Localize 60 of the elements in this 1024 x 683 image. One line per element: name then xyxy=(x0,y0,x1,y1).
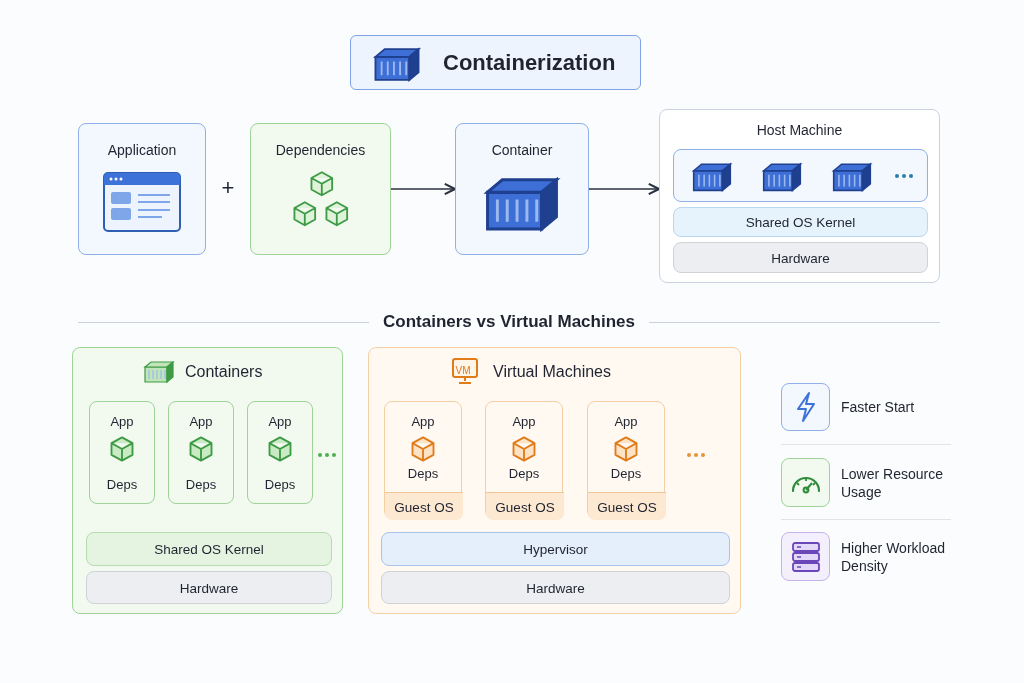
os-layer-bar xyxy=(588,492,666,520)
app-label: App xyxy=(410,414,436,429)
layer-label: Guest OS xyxy=(494,499,556,514)
app-unit-box xyxy=(384,401,462,519)
icon-tile xyxy=(781,458,830,507)
app-label: App xyxy=(613,414,639,429)
card-title: Dependencies xyxy=(274,142,367,158)
layer-label: Shared OS Kernel xyxy=(153,541,265,557)
app-unit-box xyxy=(168,401,234,504)
component-card xyxy=(78,123,206,255)
deps-label: Deps xyxy=(263,477,297,492)
layer-bar xyxy=(381,532,730,566)
panel-title: Containers xyxy=(185,363,263,381)
component-card xyxy=(455,123,589,255)
app-label: App xyxy=(109,414,135,429)
component-card xyxy=(250,123,391,255)
layer-label: Guest OS xyxy=(596,499,658,514)
layer-bar xyxy=(86,571,332,604)
layer-bar xyxy=(673,242,928,273)
panel-title: Virtual Machines xyxy=(493,363,611,381)
icon-tile xyxy=(781,532,830,581)
container-row xyxy=(673,149,928,202)
monitor-text: VM xyxy=(455,364,471,376)
arrow xyxy=(588,182,660,196)
layer-label: Guest OS xyxy=(393,499,455,514)
layer-label: Hardware xyxy=(525,580,586,595)
feature-label: Lower Resource Usage xyxy=(841,464,944,501)
app-label: App xyxy=(511,414,537,429)
os-layer-bar xyxy=(486,492,564,520)
title: Containerization xyxy=(443,50,616,76)
deps-label: Deps xyxy=(406,466,440,481)
layer-bar xyxy=(673,207,928,237)
container-panel xyxy=(368,347,741,614)
app-unit-box xyxy=(485,401,563,519)
icon-tile xyxy=(781,383,830,431)
feature-label: Higher Workload Density xyxy=(841,538,946,575)
app-unit-box xyxy=(247,401,313,504)
app-label: App xyxy=(267,414,293,429)
card-title: Container xyxy=(490,142,554,158)
app-unit-box xyxy=(587,401,665,519)
os-layer-bar xyxy=(385,492,463,520)
container-panel xyxy=(659,109,940,283)
plus-sign: + xyxy=(221,175,235,201)
app-label: App xyxy=(188,414,214,429)
deps-label: Deps xyxy=(105,477,139,492)
layer-bar xyxy=(86,532,332,566)
container-panel xyxy=(72,347,343,614)
feature-label: Faster Start xyxy=(841,398,916,416)
layer-label: Shared OS Kernel xyxy=(744,214,857,230)
layer-label: Hardware xyxy=(178,580,240,595)
layer-label: Hypervisor xyxy=(522,541,589,557)
arrow xyxy=(390,182,456,196)
deps-label: Deps xyxy=(184,477,218,492)
app-unit-box xyxy=(89,401,155,504)
panel-title: Host Machine xyxy=(755,122,844,138)
card-title: Application xyxy=(106,142,178,158)
deps-label: Deps xyxy=(507,466,541,481)
layer-bar xyxy=(381,571,730,604)
layer-label: Hardware xyxy=(770,250,831,265)
deps-label: Deps xyxy=(609,466,643,481)
